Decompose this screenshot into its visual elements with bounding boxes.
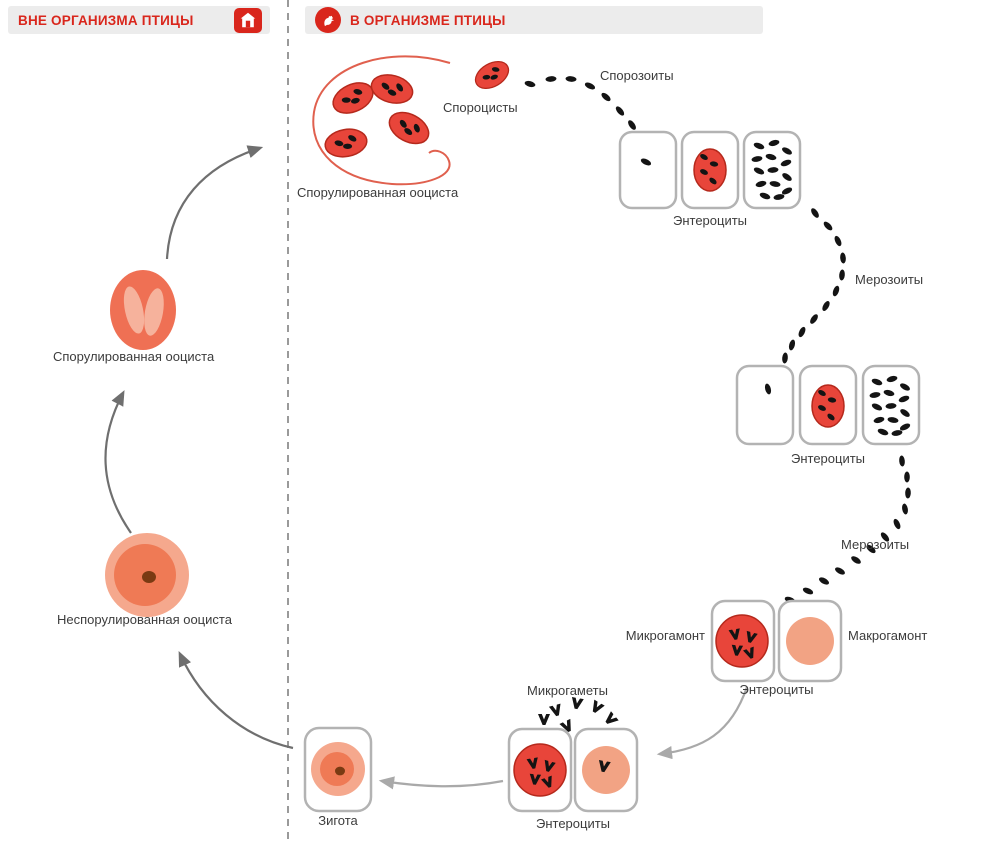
- section-title-outside: ВНЕ ОРГАНИЗМА ПТИЦЫ: [18, 12, 194, 28]
- label-sporulated-oocyst-outside: Спорулированная ооциста: [53, 349, 215, 364]
- label-sporocysts: Спороцисты: [443, 100, 518, 115]
- infected-cell-row-2: [811, 384, 845, 428]
- cycle-arrow-zygote-to-oocyst: [178, 651, 294, 750]
- label-zygote: Зигота: [318, 813, 358, 828]
- cycle-arrow-up-upper: [165, 145, 264, 260]
- infected-cell-row-1: [693, 148, 727, 192]
- label-enterocytes-2: Энтероциты: [790, 451, 866, 466]
- macrogamont-fertilized-cell: [582, 746, 630, 794]
- enterocytes-row-2: [735, 364, 921, 446]
- sporulated-oocyst-left-cell: [110, 270, 176, 350]
- macrogamont-cell: [786, 617, 834, 665]
- label-microgametes: Микрогаметы: [527, 683, 608, 698]
- merozoite-trail-1: [781, 206, 847, 364]
- rooster-icon: [315, 7, 341, 33]
- label-sporulated-oocyst-inside: Спорулированная ооциста: [297, 185, 459, 200]
- microgamont-cell: [715, 614, 769, 668]
- merozoite-trail-2: [783, 455, 911, 605]
- section-header-inside: В ОРГАНИЗМЕ ПТИЦЫ: [305, 6, 763, 34]
- zygote-box: [303, 726, 373, 813]
- barn-icon: [234, 7, 262, 33]
- label-enterocytes-1: Энтероциты: [672, 213, 748, 228]
- label-merozoites-1: Мерозоиты: [855, 272, 924, 287]
- label-merozoites-2: Мерозоиты: [841, 537, 910, 552]
- oocyst-release-outline: [312, 55, 451, 186]
- label-microgamont: Микрогамонт: [625, 628, 705, 643]
- enterocytes-row-1: [618, 130, 802, 210]
- enterocytes-fertilization: [507, 727, 639, 813]
- enterocytes-gamonts: [710, 599, 843, 683]
- microgamont-cell-bottom: [513, 743, 567, 797]
- sporozoite-trail: [523, 75, 638, 132]
- label-sporozoites: Спорозоиты: [600, 68, 674, 83]
- label-macrogamont: Макрогамонт: [848, 628, 928, 643]
- label-unsporulated-oocyst: Неспорулированная ооциста: [57, 612, 232, 627]
- label-enterocytes-3: Энтероциты: [739, 682, 814, 697]
- zygote-cell: [311, 742, 365, 796]
- arrow-enterocytes-to-zygote: [378, 776, 504, 790]
- label-enterocytes-4: Энтероциты: [535, 816, 611, 831]
- unsporulated-oocyst-cell: [105, 533, 189, 617]
- arrow-gamont-to-enterocytes: [656, 686, 749, 760]
- section-title-inside: В ОРГАНИЗМЕ ПТИЦЫ: [350, 12, 506, 28]
- cycle-arrow-up-lower: [104, 390, 132, 534]
- section-header-outside: ВНЕ ОРГАНИЗМА ПТИЦЫ: [8, 6, 270, 34]
